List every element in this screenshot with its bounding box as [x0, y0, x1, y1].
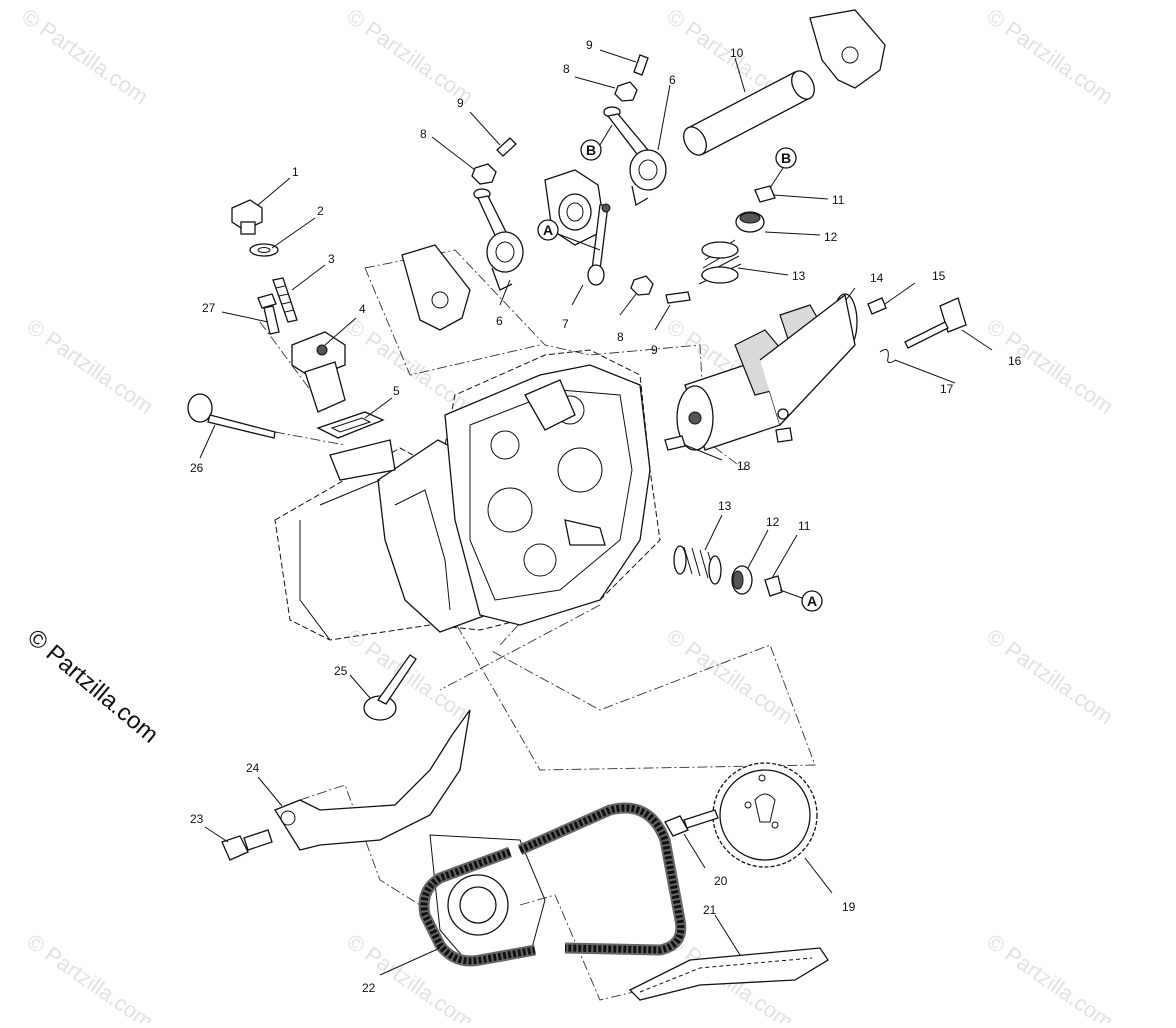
callout-b-left: B — [580, 124, 613, 161]
part-number: 18 — [737, 459, 751, 473]
part-number: 4 — [359, 302, 366, 316]
callout-b-label: B — [781, 150, 791, 166]
copyright-text: © Partzilla.com — [22, 624, 163, 749]
cylinder-head — [274, 349, 661, 641]
watermark: © Partzilla.com — [982, 624, 1118, 730]
part-rocker-arm-6-left — [473, 188, 524, 291]
part-adjust-screw-9-top — [633, 54, 649, 76]
part-bolt-23 — [221, 829, 273, 861]
callout-b-label: B — [586, 142, 596, 158]
part-valve-26 — [187, 393, 276, 439]
part-bracket-left — [401, 244, 471, 331]
watermark: © Partzilla.com — [22, 929, 158, 1023]
part-number: 10 — [730, 46, 744, 60]
part-retainer-12-bottom — [731, 565, 753, 595]
callout-b-right: B — [769, 147, 797, 189]
part-number: 9 — [651, 343, 658, 357]
part-rocker-shaft-10 — [683, 70, 815, 156]
part-bolt-16 — [904, 297, 967, 349]
part-spring-13-top — [698, 239, 742, 285]
part-number: 14 — [870, 271, 884, 285]
part-timing-chain-22 — [418, 802, 687, 967]
watermark: © Partzilla.com — [342, 929, 478, 1023]
part-camshaft-14 — [676, 293, 858, 451]
watermark: © Partzilla.com — [342, 314, 478, 420]
part-rocker-arm-7 — [544, 169, 611, 286]
part-keeper-11-bottom — [764, 575, 783, 597]
part-number: 22 — [362, 981, 376, 995]
watermark: © Partzilla.com — [342, 624, 478, 730]
part-number: 17 — [940, 382, 954, 396]
part-adjust-screw-9-left — [496, 137, 517, 157]
callout-a-top: A — [537, 219, 601, 251]
part-number: 2 — [317, 204, 324, 218]
part-number: 6 — [669, 73, 676, 87]
part-bolt-20 — [664, 809, 719, 837]
part-number: 8 — [563, 62, 570, 76]
part-tensioner-4 — [291, 331, 346, 413]
part-number: 24 — [246, 761, 260, 775]
part-gasket-5 — [316, 411, 385, 439]
part-number: 21 — [703, 903, 717, 917]
watermark: © Partzilla.com — [17, 4, 153, 110]
watermark: © Partzilla.com — [662, 624, 798, 730]
part-number: 6 — [496, 314, 503, 328]
part-cam-sprocket-19 — [712, 762, 818, 868]
part-number: 27 — [202, 301, 216, 315]
part-stud-3 — [272, 277, 298, 323]
part-number: 7 — [562, 317, 569, 331]
part-number: 11 — [798, 519, 811, 533]
watermark: © Partzilla.com — [22, 314, 158, 420]
part-dowel-18 — [664, 435, 686, 451]
part-number: 9 — [457, 96, 464, 110]
part-number: 5 — [393, 384, 400, 398]
watermark: © Partzilla.com — [342, 4, 478, 110]
part-number: 25 — [334, 664, 348, 678]
callout-a-label: A — [807, 593, 817, 609]
watermark: © Partzilla.com — [982, 4, 1118, 110]
part-number: 1 — [292, 165, 299, 179]
part-number: 15 — [932, 269, 946, 283]
callout-a-label: A — [543, 222, 553, 238]
part-number: 9 — [586, 38, 593, 52]
part-rocker-bracket — [809, 9, 886, 89]
part-number: 20 — [714, 874, 728, 888]
callout-a-bottom: A — [779, 589, 823, 612]
part-bolt-1 — [231, 199, 263, 235]
part-retainer-12-top — [735, 211, 765, 233]
part-number: 8 — [617, 330, 624, 344]
part-number: 12 — [824, 230, 838, 244]
part-spring-13-bottom — [673, 545, 722, 585]
part-pin-15 — [867, 297, 887, 315]
part-number: 13 — [792, 269, 806, 283]
part-number: 16 — [1008, 354, 1022, 368]
leader-lines — [199, 49, 993, 976]
part-chain-guide-24 — [274, 709, 471, 851]
part-number-labels: 1 2 3 27 4 5 26 25 8 9 6 7 8 9 9 8 6 10 … — [190, 38, 1022, 995]
part-number: 8 — [420, 127, 427, 141]
watermark: © Partzilla.com — [982, 929, 1118, 1023]
part-crank-area — [429, 834, 546, 966]
part-number: 13 — [718, 499, 732, 513]
part-adjust-screw-9-bottom — [665, 291, 691, 304]
part-number: 12 — [766, 515, 780, 529]
part-number: 23 — [190, 812, 204, 826]
part-bolt-27 — [257, 293, 280, 335]
part-number: 11 — [832, 193, 845, 207]
part-number: 3 — [328, 252, 335, 266]
watermark: © Partzilla.com — [982, 314, 1118, 420]
part-nut-8-bottom — [630, 275, 654, 296]
part-number: 26 — [190, 461, 204, 475]
part-clip-17 — [879, 349, 897, 364]
part-washer-2 — [249, 243, 279, 257]
part-valve-25 — [363, 654, 417, 721]
part-number: 19 — [842, 900, 856, 914]
part-rocker-arm-6-right — [603, 106, 667, 207]
part-keeper-11-top — [754, 185, 776, 203]
part-chain-guide-21 — [628, 947, 829, 1001]
part-nut-8-left — [471, 163, 497, 185]
part-nut-8-top — [614, 81, 638, 102]
